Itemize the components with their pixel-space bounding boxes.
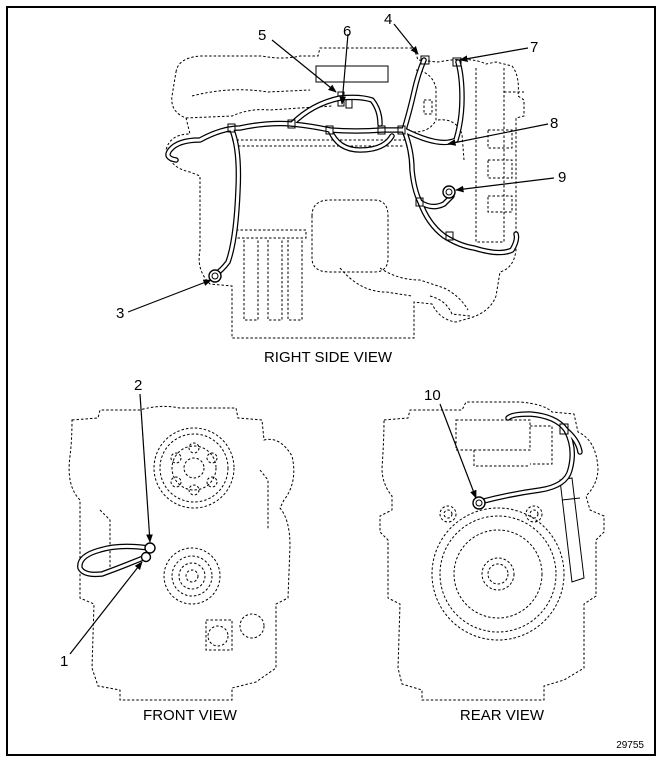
leader-4	[393, 23, 419, 55]
callout-8: 8	[550, 115, 558, 132]
callout-9: 9	[558, 169, 566, 186]
leader-10	[439, 403, 477, 499]
leader-6	[339, 33, 349, 105]
fan-bolts	[170, 442, 218, 496]
caption-right-side-view: RIGHT SIDE VIEW	[264, 349, 393, 366]
right-side-hose-harness	[165, 55, 520, 277]
leader-8	[447, 123, 549, 146]
fitting-1	[140, 551, 152, 563]
front-view	[68, 393, 295, 701]
callout-4: 4	[384, 11, 392, 28]
leader-5	[271, 39, 337, 93]
caption-rear-view: REAR VIEW	[460, 707, 545, 724]
leader-1	[69, 561, 143, 655]
figure-number: 29755	[616, 740, 644, 751]
callout-10: 10	[424, 387, 441, 404]
callout-5: 5	[258, 27, 266, 44]
callout-labels: 3 4 5 6 7 8 9 2 1 10	[60, 11, 566, 670]
callout-3: 3	[116, 305, 124, 322]
callout-1: 1	[60, 653, 68, 670]
fitting-2	[144, 542, 156, 554]
callout-2: 2	[134, 377, 142, 394]
leader-3	[127, 279, 212, 313]
right-side-view	[127, 23, 555, 339]
rear-view	[379, 401, 605, 701]
leader-7	[459, 47, 529, 62]
fitting-9	[442, 185, 456, 199]
fitting-10	[472, 496, 486, 510]
fitting-3	[208, 269, 222, 283]
leader-2	[139, 393, 153, 543]
leader-9	[455, 177, 555, 193]
callout-7: 7	[530, 39, 538, 56]
callout-6: 6	[343, 23, 351, 40]
caption-front-view: FRONT VIEW	[143, 707, 238, 724]
